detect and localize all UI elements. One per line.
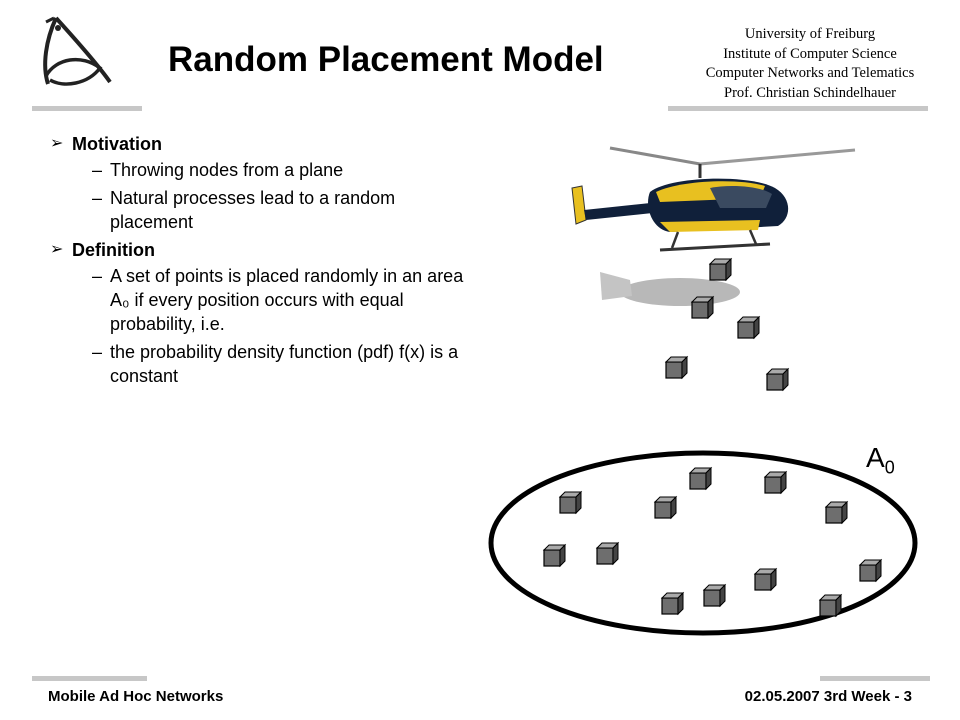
node-cube xyxy=(702,583,727,608)
university-logo xyxy=(43,16,112,86)
node-cube xyxy=(664,355,689,380)
header-rule-right xyxy=(668,106,928,111)
bullet-label: Definition xyxy=(72,240,155,260)
slide-content: ➢ Motivation – Throwing nodes from a pla… xyxy=(48,128,468,392)
node-cube xyxy=(858,558,883,583)
bullet-definition: ➢ Definition xyxy=(48,238,468,262)
bullet-label: Motivation xyxy=(72,134,162,154)
helicopter-icon xyxy=(571,146,856,306)
node-cube xyxy=(653,495,678,520)
node-cube xyxy=(763,470,788,495)
institution-line: University of Freiburg xyxy=(744,26,876,42)
footer-course: Mobile Ad Hoc Networks xyxy=(48,688,224,705)
node-cube xyxy=(542,543,567,568)
institution-line: Computer Networks and Telematics xyxy=(705,65,915,81)
arrow-bullet-icon: ➢ xyxy=(50,135,64,152)
list-item: – Throwing nodes from a plane xyxy=(92,160,344,180)
area-ellipse xyxy=(488,450,918,636)
dash-marker: – xyxy=(92,188,103,208)
dash-marker: – xyxy=(92,266,103,286)
list-item: – Natural processes lead to a random pla… xyxy=(92,188,396,232)
footer-date-week: 02.05.2007 3rd Week - 3 xyxy=(744,688,912,705)
node-cube xyxy=(824,500,849,525)
institution-line: Prof. Christian Schindelhauer xyxy=(724,84,896,101)
footer-rule-left xyxy=(32,676,147,681)
footer-rule-right xyxy=(820,676,930,681)
bullet-motivation: ➢ Motivation xyxy=(48,132,468,156)
dash-marker: – xyxy=(92,342,103,362)
list-item: – the probability density function (pdf)… xyxy=(92,342,459,386)
area-label: A0 xyxy=(866,442,895,478)
node-cube xyxy=(660,591,685,616)
node-cube xyxy=(558,490,583,515)
node-cube xyxy=(765,367,790,392)
node-cube xyxy=(753,567,778,592)
arrow-bullet-icon: ➢ xyxy=(50,241,64,258)
institution-block: University of Freiburg Institute of Comp… xyxy=(690,25,930,103)
institution-line: Institute of Computer Science xyxy=(723,45,897,62)
node-cube xyxy=(595,541,620,566)
list-item: – A set of points is placed randomly in … xyxy=(92,266,464,334)
page-title: Random Placement Model xyxy=(168,40,604,79)
dash-marker: – xyxy=(92,160,103,180)
header-rule-left xyxy=(32,106,142,111)
node-cube xyxy=(688,466,713,491)
node-cube xyxy=(818,593,843,618)
